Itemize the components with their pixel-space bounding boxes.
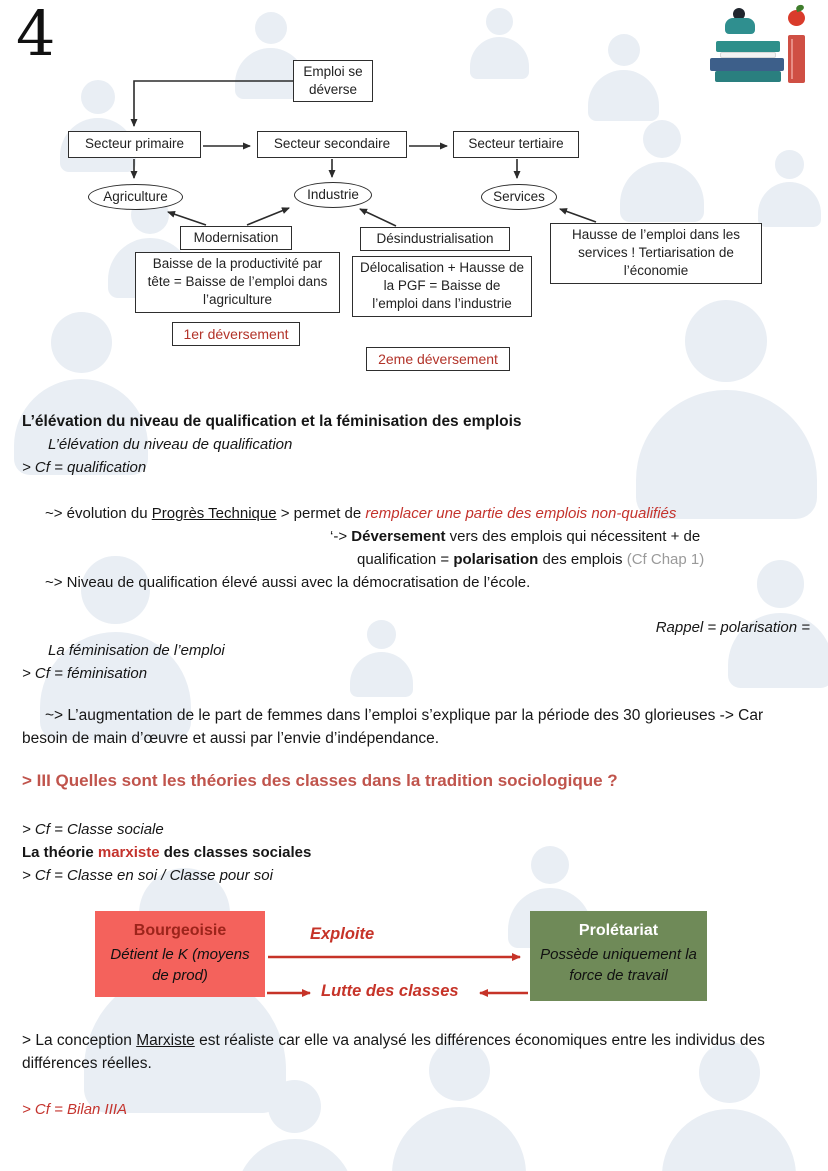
theorie-pre: La théorie — [22, 844, 98, 861]
evolution-underlined: Progrès Technique — [151, 505, 277, 522]
flowchart-node-hausse-services: Hausse de l’emploi dans les services ! T… — [550, 223, 762, 284]
cf-bilan-iiia: > Cf = Bilan IIIA — [22, 1101, 128, 1118]
bourgeoisie-body: Détient le K (moyens de prod) — [110, 946, 250, 985]
flowchart-node-delocalisation: Délocalisation + Hausse de la PGF = Bais… — [352, 256, 532, 317]
line-deversement-1: ‘-> Déversement vers des emplois qui néc… — [330, 526, 700, 548]
conclusion-post: est réaliste car elle va analysé les dif… — [22, 1032, 765, 1072]
flowchart-node-desindustrialisation: Désindustrialisation — [360, 227, 510, 251]
flowchart-arrows — [130, 80, 597, 227]
watermark-person-icon — [236, 1080, 354, 1171]
book-icon — [720, 52, 776, 58]
deversement-mid: vers des emplois qui nécessitent + de — [445, 528, 701, 545]
book-icon — [716, 41, 780, 52]
watermark-person-icon — [470, 8, 529, 80]
watermark-person-icon — [758, 150, 821, 227]
marx-diagram-arrows — [267, 953, 528, 997]
page-number: 4 — [16, 0, 56, 70]
flowchart-node-1er-deversement: 1er déversement — [172, 322, 300, 346]
watermark-person-icon — [40, 556, 192, 740]
heading-qualification: L’élévation du niveau de qualification e… — [22, 413, 522, 430]
watermark-person-icon — [350, 620, 413, 697]
book-icon — [715, 71, 781, 82]
conclusion-marxiste-underlined: Marxiste — [136, 1032, 195, 1049]
polarisation-pre: qualification = — [357, 551, 454, 568]
exploite-label: Exploite — [310, 925, 375, 943]
bourgeoisie-box: Bourgeoisie Détient le K (moyens de prod… — [95, 911, 265, 997]
line-evolution-progres-technique: ~> évolution du Progrès Technique > perm… — [45, 503, 676, 525]
deversement-pre: ‘-> — [330, 528, 352, 545]
proletariat-body: Possède uniquement la force de travail — [540, 946, 697, 985]
polarisation-mid: des emplois — [538, 551, 627, 568]
flowchart-node-secteur-secondaire: Secteur secondaire — [257, 131, 407, 158]
theorie-post: des classes sociales — [159, 844, 312, 861]
cf-qualification: > Cf = qualification — [22, 459, 147, 476]
cf-chap1-note: (Cf Chap 1) — [626, 551, 705, 568]
subheading-feminisation: La féminisation de l’emploi — [48, 642, 225, 659]
flowchart-node-emploi-se-deverse: Emploi se déverse — [293, 60, 373, 103]
deversement-bold: Déversement — [351, 528, 446, 545]
proletariat-title: Prolétariat — [578, 922, 659, 939]
heading-section-3: > III Quelles sont les théories des clas… — [22, 771, 618, 790]
watermark-person-icon — [14, 312, 149, 476]
watermark-person-icon — [392, 1040, 527, 1171]
flowchart-node-agriculture: Agriculture — [88, 184, 183, 210]
flowchart-node-2eme-deversement: 2eme déversement — [366, 347, 510, 371]
paragraph-feminisation: ~> L’augmentation de le part de femmes d… — [22, 707, 764, 747]
cf-classe-en-soi: > Cf = Classe en soi / Classe pour soi — [22, 867, 273, 884]
reading-person-icon — [724, 8, 764, 42]
watermark-person-icon — [728, 560, 828, 688]
flowchart-node-secteur-primaire: Secteur primaire — [68, 131, 201, 158]
lutte-des-classes-label: Lutte des classes — [321, 982, 459, 1000]
watermark-person-icon — [636, 300, 817, 520]
watermark-person-icon — [620, 120, 704, 222]
watermark-person-icon — [588, 34, 660, 121]
cf-feminisation: > Cf = féminisation — [22, 665, 148, 682]
flowchart-node-secteur-tertiaire: Secteur tertiaire — [453, 131, 579, 158]
evolution-mid: > permet de — [276, 505, 366, 522]
line-theorie-marxiste: La théorie marxiste des classes sociales — [22, 842, 311, 864]
cf-classe-sociale: > Cf = Classe sociale — [22, 821, 164, 838]
evolution-pre: ~> évolution du — [45, 505, 152, 522]
conclusion-pre: > La conception — [22, 1032, 137, 1049]
flowchart-node-services: Services — [481, 184, 557, 210]
flowchart-node-industrie: Industrie — [294, 182, 372, 208]
polarisation-bold: polarisation — [453, 551, 539, 568]
line-deversement-2: qualification = polarisation des emplois… — [357, 549, 704, 571]
book-icon — [710, 58, 784, 71]
bourgeoisie-title: Bourgeoisie — [133, 922, 227, 939]
apple-icon — [788, 3, 805, 26]
flowchart-node-baisse-productivite: Baisse de la productivité par tête = Bai… — [135, 252, 340, 313]
watermark-person-icon — [662, 1042, 797, 1171]
evolution-red-note: remplacer une partie des emplois non-qua… — [365, 505, 677, 522]
rappel-polarisation: Rappel = polarisation = — [655, 619, 810, 636]
flowchart-node-modernisation: Modernisation — [180, 226, 292, 250]
theorie-marxiste-red: marxiste — [97, 844, 160, 861]
book-icon — [788, 35, 805, 83]
proletariat-box: Prolétariat Possède uniquement la force … — [530, 911, 707, 1001]
paragraph-conception-marxiste: > La conception Marxiste est réaliste ca… — [22, 1029, 810, 1075]
line-niveau-qualification: ~> Niveau de qualification élevé aussi a… — [45, 574, 531, 591]
books-illustration — [700, 3, 815, 106]
subheading-elevation-qualification: L’élévation du niveau de qualification — [48, 436, 293, 453]
